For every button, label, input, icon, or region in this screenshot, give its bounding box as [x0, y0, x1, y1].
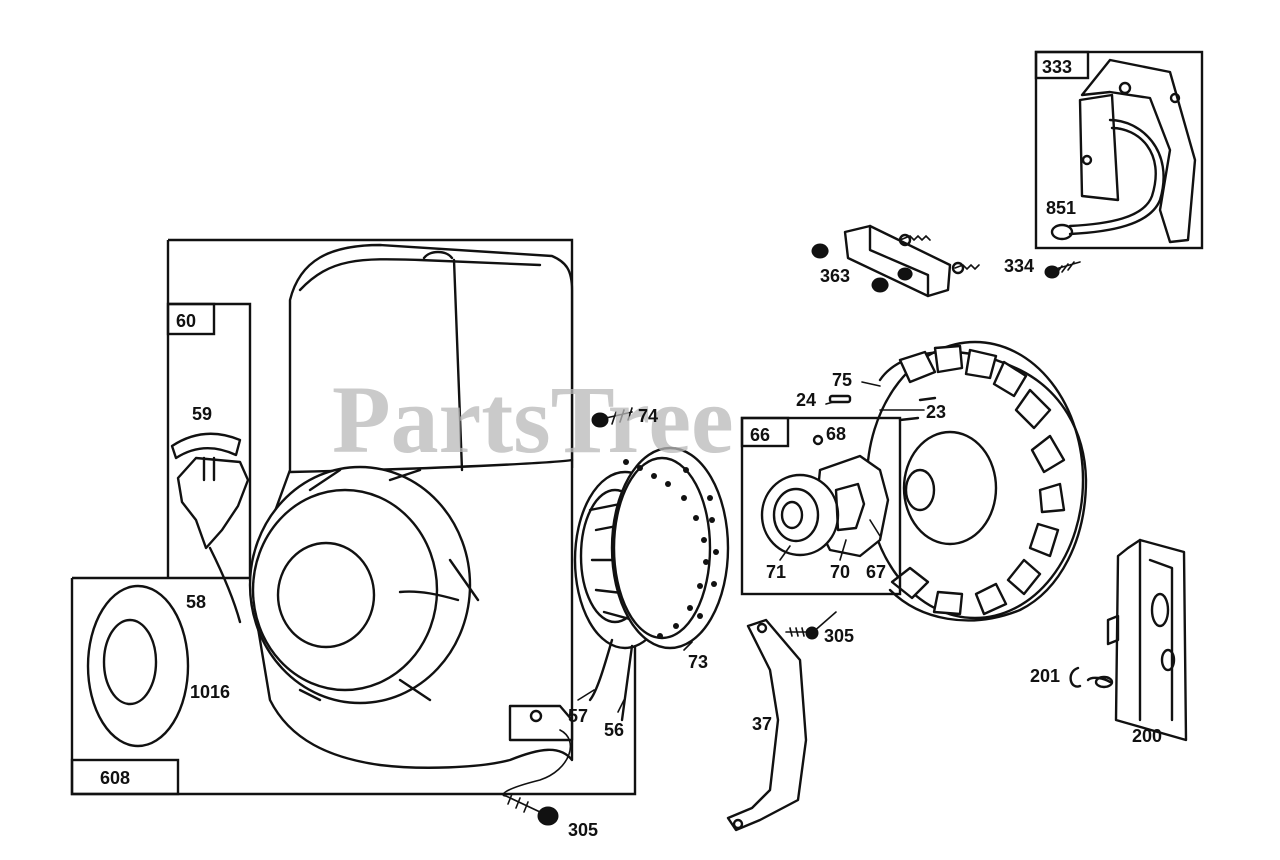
label-57: 57 [568, 706, 588, 726]
label-334: 334 [1004, 256, 1034, 276]
label-59: 59 [192, 404, 212, 424]
key-parts [825, 381, 925, 411]
washer-1016 [86, 584, 190, 748]
label-68: 68 [826, 424, 846, 444]
label-60: 60 [176, 311, 196, 331]
label-71: 71 [766, 562, 786, 582]
label-24: 24 [796, 390, 816, 410]
flywheel [865, 340, 1088, 622]
label-box-66 [740, 416, 790, 448]
label-851: 851 [1046, 198, 1076, 218]
blower-housing [248, 243, 574, 769]
label-56: 56 [604, 720, 624, 740]
screw-305-lower [505, 793, 559, 826]
label-box-608 [70, 758, 180, 796]
bracket-assembly-363 [811, 224, 980, 298]
label-305-upper: 305 [824, 626, 854, 646]
starter-clutch-box [740, 416, 902, 596]
label-66: 66 [750, 425, 770, 445]
module-frame [1034, 50, 1204, 250]
part-labels: 333 851 363 334 60 59 74 75 24 23 66 68 … [100, 57, 1162, 840]
rotating-screen-73 [610, 446, 730, 650]
bracket-37 [726, 618, 808, 832]
label-box-333 [1034, 50, 1090, 80]
screw-74 [591, 407, 633, 428]
armature-icon [1080, 58, 1197, 244]
label-363: 363 [820, 266, 850, 286]
label-333: 333 [1042, 57, 1072, 77]
clip-201 [1069, 666, 1114, 689]
leader-lines [577, 519, 881, 713]
bolt-icon [811, 243, 829, 259]
label-75: 75 [832, 370, 852, 390]
label-1016: 1016 [190, 682, 230, 702]
blower-housing-frame [70, 238, 637, 796]
label-74: 74 [638, 406, 658, 426]
ignition-module-assembly [1034, 50, 1204, 250]
screw-334 [1044, 261, 1081, 279]
ground-wire-clip-icon [1050, 223, 1074, 241]
fin-icon [890, 344, 1066, 616]
label-58: 58 [186, 592, 206, 612]
label-305-lower: 305 [568, 820, 598, 840]
label-box-60 [166, 302, 216, 336]
clutch-frame [740, 416, 902, 596]
label-608: 608 [100, 768, 130, 788]
label-67: 67 [866, 562, 886, 582]
starter-rope-icon [502, 729, 572, 797]
label-201: 201 [1030, 666, 1060, 686]
label-200: 200 [1132, 726, 1162, 746]
starter-handle-59 [170, 432, 250, 624]
air-guide-200 [1106, 538, 1188, 742]
label-37: 37 [752, 714, 772, 734]
label-73: 73 [688, 652, 708, 672]
label-23: 23 [926, 402, 946, 422]
label-70: 70 [830, 562, 850, 582]
watermark: PartsTree [332, 366, 734, 473]
